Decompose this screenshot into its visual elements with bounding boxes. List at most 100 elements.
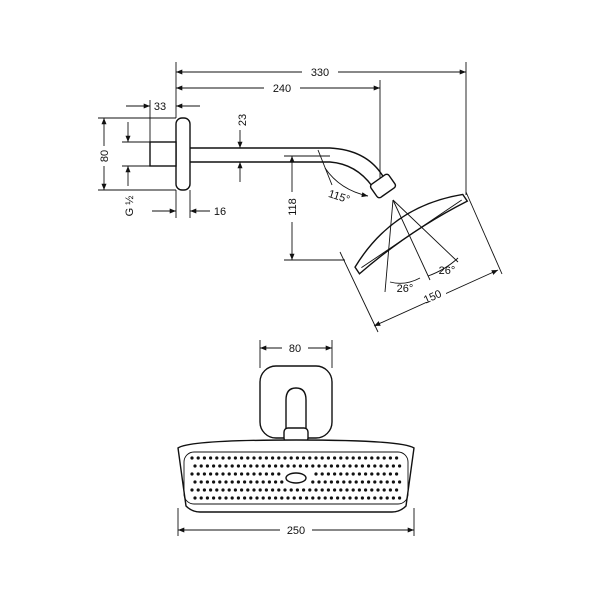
nozzle-dot xyxy=(261,480,265,484)
nozzle-dot xyxy=(342,480,346,484)
dim-80-front: 80 xyxy=(289,343,301,355)
nozzle-dot xyxy=(258,472,262,476)
nozzle-dot xyxy=(267,480,271,484)
nozzle-dot xyxy=(277,488,281,492)
nozzle-dot xyxy=(271,472,275,476)
nozzle-dot xyxy=(205,480,209,484)
nozzle-dot xyxy=(317,464,321,468)
nozzle-dot xyxy=(280,480,284,484)
nozzle-dot xyxy=(261,496,265,500)
nozzle-dot xyxy=(351,456,355,460)
dim-tilt-right: 26° xyxy=(439,265,456,277)
nozzle-dot xyxy=(388,488,392,492)
nozzle-dot xyxy=(224,496,228,500)
nozzle-dot xyxy=(252,488,256,492)
nozzle-dot xyxy=(209,456,213,460)
nozzle-dot xyxy=(286,496,290,500)
nozzle-dot xyxy=(373,480,377,484)
nozzle-dot xyxy=(311,464,315,468)
nozzle-dot xyxy=(243,496,247,500)
nozzle-dot xyxy=(367,464,371,468)
nozzle-dot xyxy=(274,480,278,484)
nozzle-dot xyxy=(233,456,237,460)
nozzle-dot xyxy=(364,456,368,460)
nozzle-dot xyxy=(342,496,346,500)
nozzle-dot xyxy=(271,488,275,492)
nozzle-dot xyxy=(233,472,237,476)
nozzle-dot xyxy=(388,456,392,460)
nozzle-dot xyxy=(271,456,275,460)
nozzle-dot xyxy=(212,480,216,484)
nozzle-dot xyxy=(329,480,333,484)
nozzle-dot xyxy=(298,496,302,500)
nozzle-dot xyxy=(230,496,234,500)
dim-118: 118 xyxy=(287,198,299,216)
nozzle-dot xyxy=(388,472,392,476)
nozzle-dot xyxy=(230,480,234,484)
nozzle-dot xyxy=(348,496,352,500)
nozzle-dot xyxy=(221,472,225,476)
nozzle-dot xyxy=(376,472,380,476)
nozzle-dot xyxy=(193,480,197,484)
nozzle-dot xyxy=(370,472,374,476)
nozzle-dot xyxy=(212,464,216,468)
nozzle-dot xyxy=(379,464,383,468)
nozzle-dot xyxy=(218,496,222,500)
nozzle-dot xyxy=(295,456,299,460)
nozzle-plate xyxy=(183,451,409,505)
nozzle-dot xyxy=(199,464,203,468)
center-badge xyxy=(285,472,307,484)
nozzle-dot xyxy=(280,464,284,468)
nozzle-dot xyxy=(317,480,321,484)
nozzle-dot xyxy=(277,456,281,460)
nozzle-dot xyxy=(205,464,209,468)
nozzle-dot xyxy=(364,472,368,476)
nozzle-dot xyxy=(308,456,312,460)
nozzle-dot xyxy=(252,456,256,460)
nozzle-dot xyxy=(264,472,268,476)
nozzle-dot xyxy=(342,464,346,468)
nozzle-dot xyxy=(196,472,200,476)
nozzle-dot xyxy=(373,464,377,468)
nozzle-dot xyxy=(370,456,374,460)
nozzle-dot xyxy=(311,496,315,500)
nozzle-dot xyxy=(243,464,247,468)
nozzle-dot xyxy=(323,464,327,468)
nozzle-dot xyxy=(240,488,244,492)
nozzle-dot xyxy=(398,496,402,500)
nozzle-dot xyxy=(395,488,399,492)
nozzle-dot xyxy=(348,480,352,484)
nozzle-dot xyxy=(252,472,256,476)
nozzle-dot xyxy=(255,464,259,468)
dim-angle-115: 115° xyxy=(327,188,352,206)
nozzle-dot xyxy=(311,480,315,484)
nozzle-dot xyxy=(249,496,253,500)
ball-joint xyxy=(369,173,397,199)
nozzle-dot xyxy=(224,480,228,484)
nozzle-dot xyxy=(190,488,194,492)
nozzle-dot xyxy=(323,496,327,500)
nozzle-dot xyxy=(199,496,203,500)
nozzle-dot xyxy=(391,464,395,468)
nozzle-dot xyxy=(398,464,402,468)
nozzle-dot xyxy=(215,456,219,460)
nozzle-dot xyxy=(385,496,389,500)
nozzle-dot xyxy=(308,488,312,492)
nozzle-dot xyxy=(236,464,240,468)
nozzle-dot xyxy=(255,480,259,484)
nozzle-dot xyxy=(209,488,213,492)
nozzle-dot xyxy=(240,456,244,460)
nozzle-dot xyxy=(354,496,358,500)
dim-23: 23 xyxy=(237,114,249,126)
nozzle-dot xyxy=(196,456,200,460)
nozzle-dot xyxy=(326,472,330,476)
nozzle-dot xyxy=(376,488,380,492)
nozzle-dot xyxy=(215,472,219,476)
nozzle-dot xyxy=(292,464,296,468)
nozzle-dot xyxy=(240,472,244,476)
nozzle-dot xyxy=(249,480,253,484)
nozzle-dot xyxy=(289,456,293,460)
nozzle-dot xyxy=(305,496,309,500)
nozzle-dot xyxy=(236,480,240,484)
nozzle-dot xyxy=(227,456,231,460)
